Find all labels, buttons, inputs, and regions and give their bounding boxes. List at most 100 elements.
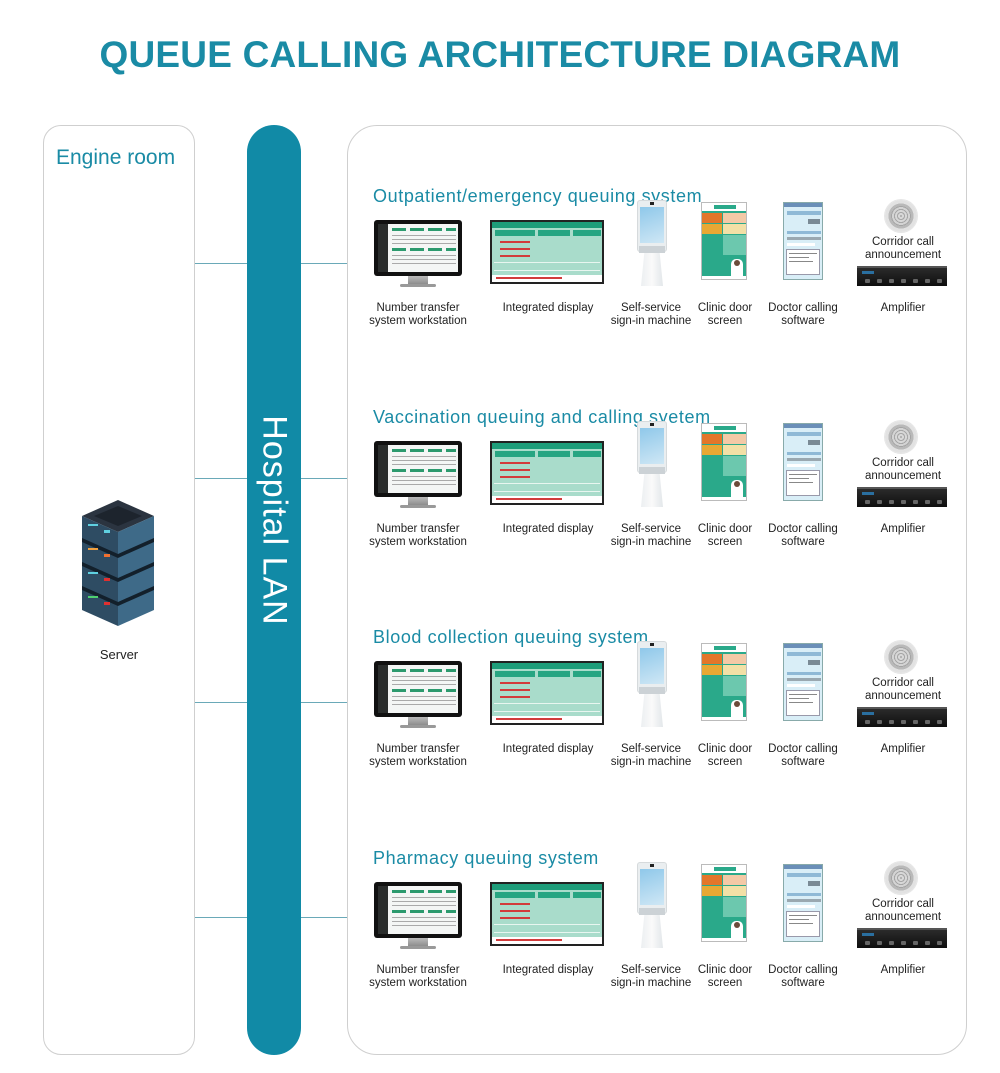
kiosk-icon — [637, 421, 667, 507]
device-label-line: Integrated display — [502, 302, 594, 314]
calling-software-icon — [783, 202, 823, 280]
integrated-display-device: Integrated display — [488, 661, 608, 771]
device-label-line: screen — [707, 315, 743, 327]
device-label-line: software — [781, 756, 825, 768]
device-label-line: Number transfer — [376, 523, 460, 535]
device-label-line: system workstation — [369, 756, 467, 768]
device-label-line: Integrated display — [502, 743, 594, 755]
device-label-line: Clinic door — [697, 302, 753, 314]
device-label-line: Integrated display — [502, 523, 594, 535]
page-title: QUEUE CALLING ARCHITECTURE DIAGRAM — [99, 34, 901, 75]
monitor-icon — [374, 441, 462, 497]
amplifier-icon — [857, 928, 947, 948]
device-label: Integrated display — [503, 302, 594, 315]
device-label-line: Amplifier — [880, 523, 926, 535]
device-label-line: announcement — [864, 690, 942, 702]
device-label-line: Clinic door — [697, 964, 753, 976]
device-label-line: Clinic door — [697, 523, 753, 535]
device-label-line: system workstation — [369, 536, 467, 548]
clinic-door-screen-icon — [701, 643, 747, 721]
hospital-lan-bus — [247, 125, 301, 1055]
calling-software-icon — [783, 864, 823, 942]
device-label-line: Self-service — [620, 302, 682, 314]
device-label-line: Doctor calling — [768, 302, 838, 314]
monitor-icon — [374, 661, 462, 717]
device-label-line: Number transfer — [376, 743, 460, 755]
connector-line — [301, 702, 347, 703]
device-label-line: Amplifier — [880, 302, 926, 314]
system-title: Pharmacy queuing system — [373, 848, 599, 868]
device-label-line: Corridor call — [872, 457, 934, 469]
device-label-line: sign-in machine — [610, 536, 692, 548]
device-label-line: software — [781, 315, 825, 327]
device-label-line: software — [781, 977, 825, 989]
kiosk-icon — [637, 641, 667, 727]
connector-line — [195, 263, 247, 264]
device-label-line: Corridor call — [872, 898, 934, 910]
device-label: Amplifier — [881, 964, 926, 977]
engine-room-title: Engine room — [56, 146, 176, 169]
connector-line — [195, 917, 247, 918]
integrated-display-device: Integrated display — [488, 441, 608, 551]
device-label-line: Integrated display — [502, 964, 594, 976]
device-label-line: Doctor calling — [768, 523, 838, 535]
device-label-line: Amplifier — [880, 743, 926, 755]
clinic-door-screen-icon — [701, 423, 747, 501]
device-label-line: announcement — [864, 249, 942, 261]
amplifier-icon — [857, 266, 947, 286]
device-label: Integrated display — [503, 964, 594, 977]
kiosk-icon — [637, 862, 667, 948]
device-label-line: Self-service — [620, 523, 682, 535]
device-label-line: Doctor calling — [768, 743, 838, 755]
connector-line — [195, 478, 247, 479]
device-label-line: Number transfer — [376, 964, 460, 976]
ceiling-speaker-icon — [885, 421, 917, 453]
queuing-systems-panel: Outpatient/emergency queuing system Numb… — [347, 125, 967, 1055]
device-label: Amplifier — [881, 743, 926, 756]
device-label-line: sign-in machine — [610, 315, 692, 327]
device-label-line: Corridor call — [872, 236, 934, 248]
integrated-display-device: Integrated display — [488, 220, 608, 330]
device-label-line: Self-service — [620, 964, 682, 976]
engine-room-panel: Engine room Server — [43, 125, 195, 1055]
amplifier-icon — [857, 487, 947, 507]
system-title: Vaccination queuing and calling syetem — [373, 407, 711, 427]
ceiling-speaker-icon — [885, 641, 917, 673]
device-label-line: announcement — [864, 470, 942, 482]
device-label-line: Corridor call — [872, 677, 934, 689]
amplifier-icon — [857, 707, 947, 727]
device-label-line: Number transfer — [376, 302, 460, 314]
integrated-display-icon — [490, 441, 604, 505]
device-label-line: sign-in machine — [610, 977, 692, 989]
server-rack-icon — [82, 500, 154, 626]
device-label-line: announcement — [864, 911, 942, 923]
ceiling-speaker-icon — [885, 862, 917, 894]
